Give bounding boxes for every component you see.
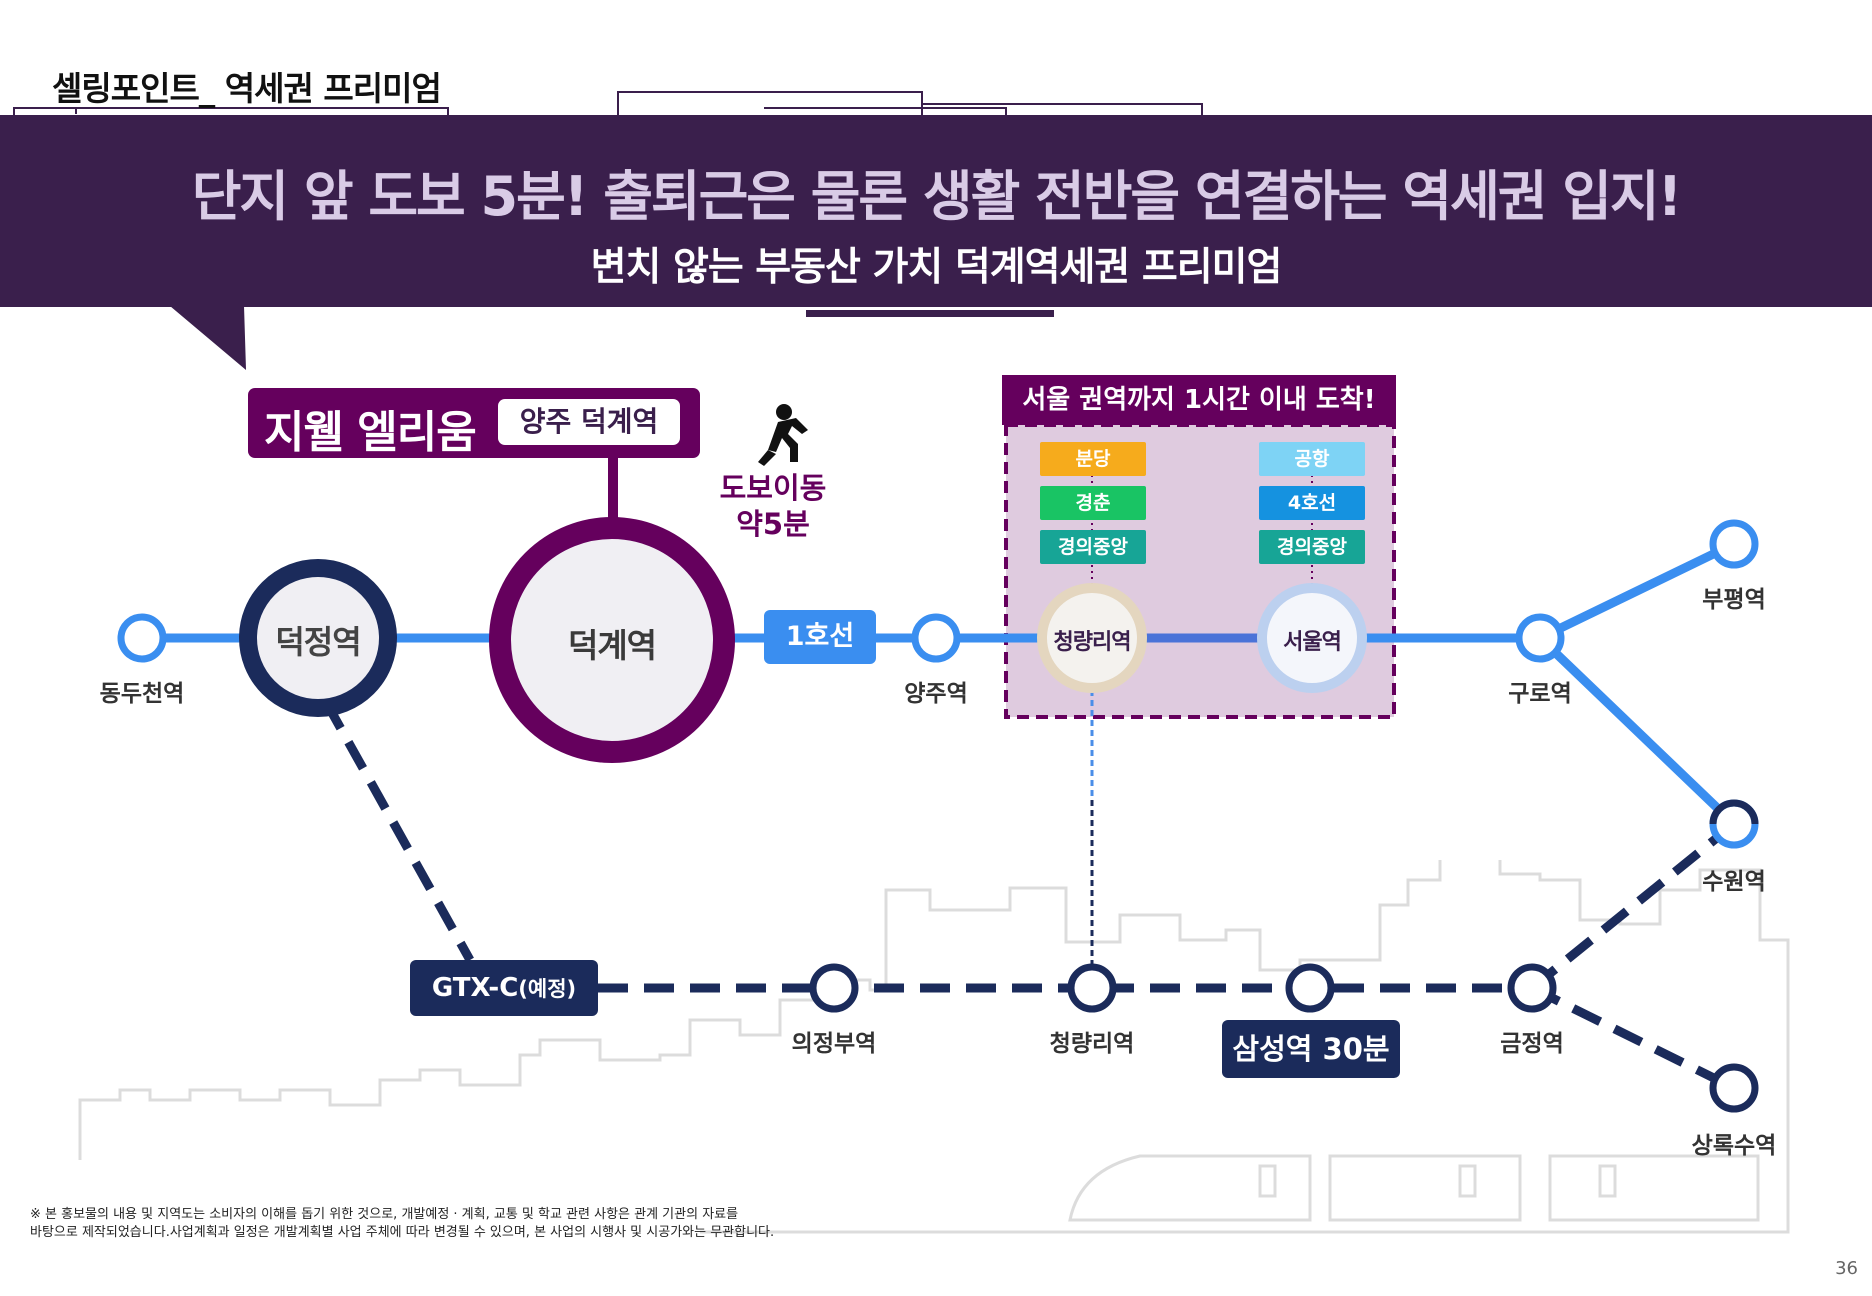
label-deokjeong: 덕정역 <box>275 623 361 661</box>
station-seoul <box>1257 583 1367 693</box>
gtx-badge-main: GTX-C <box>431 973 519 1003</box>
walking-person-icon <box>758 404 808 466</box>
label-gtx-cheongnyangni: 청량리역 <box>1049 1031 1135 1057</box>
tag-gyeongchun: 경춘 <box>1040 486 1146 520</box>
header-decoration <box>13 91 1203 115</box>
label-bupyeong: 부평역 <box>1702 587 1766 613</box>
headline-banner <box>0 115 1872 307</box>
gtx-deokjeong-link <box>322 699 474 963</box>
gtx-station-uijeongbu <box>809 963 859 1013</box>
station-dongducheon <box>117 613 167 663</box>
station-bupyeong <box>1709 519 1759 569</box>
samsung-time-badge: 삼성역 30분 <box>1222 1020 1400 1078</box>
line1-suwon-branch <box>1536 634 1738 828</box>
disclaimer-line2: 바탕으로 제작되었습니다.사업계획과 일정은 개발계획별 사업 주체에 따라 변… <box>30 1225 775 1240</box>
station-guro <box>1515 613 1565 663</box>
tag-gyeongui-1: 경의중앙 <box>1040 530 1146 564</box>
label-uijeongbu: 의정부역 <box>791 1031 877 1057</box>
complex-location: 양주 덕계역 <box>498 399 680 445</box>
gtx-station-samsung <box>1285 963 1335 1013</box>
gtx-station-cheongnyangni <box>1067 963 1117 1013</box>
cityscape-decoration <box>78 860 1790 1234</box>
tag-airport: 공항 <box>1259 442 1365 476</box>
subheadline: 변치 않는 부동산 가치 덕계역세권 프리미엄 <box>590 245 1283 290</box>
label-geumjeong: 금정역 <box>1500 1031 1564 1057</box>
label-yangju: 양주역 <box>904 681 968 707</box>
complex-name: 지웰 엘리움 <box>264 407 477 458</box>
station-yangju <box>911 613 961 663</box>
headline: 단지 앞 도보 5분! 출퇴근은 물론 생활 전반을 연결하는 역세권 입지! <box>191 165 1683 228</box>
tag-line4: 4호선 <box>1259 486 1365 520</box>
label-sangroksu: 상록수역 <box>1691 1133 1777 1159</box>
tag-gyeongui-2: 경의중앙 <box>1259 530 1365 564</box>
page-number: 36 <box>1835 1258 1858 1279</box>
label-cheongnyangni: 청량리역 <box>1053 630 1132 655</box>
walk-line1: 도보이동 <box>719 471 827 505</box>
walk-line2: 약5분 <box>736 507 810 541</box>
gtx-station-geumjeong <box>1507 963 1557 1013</box>
label-guro: 구로역 <box>1508 681 1572 707</box>
tag-bundang: 분당 <box>1040 442 1146 476</box>
label-seoul: 서울역 <box>1283 630 1342 655</box>
complex-connector <box>608 456 618 526</box>
station-deokjeong <box>239 559 397 717</box>
gtx-badge-sub: (예정) <box>518 977 577 1001</box>
label-deokgye: 덕계역 <box>567 626 657 665</box>
gtx-station-sangroksu <box>1709 1063 1759 1113</box>
station-cheongnyangni <box>1037 583 1147 693</box>
gtx-suwon-branch <box>1529 820 1737 992</box>
label-suwon: 수원역 <box>1702 869 1766 895</box>
gtx-c-badge: GTX-C(예정) <box>410 960 598 1016</box>
station-suwon-gtx-ring <box>1709 799 1759 825</box>
gtx-sangroksu-branch <box>1530 983 1736 1093</box>
line1-bupyeong-branch <box>1538 539 1736 643</box>
banner-pointer <box>170 306 246 370</box>
banner-underline <box>806 310 1054 317</box>
disclaimer: ※ 본 홍보물의 내용 및 지역도는 소비자의 이해를 돕기 위한 것으로, 개… <box>30 1206 774 1242</box>
seoul-zone-title: 서울 권역까지 1시간 이내 도착! <box>1002 375 1396 425</box>
station-deokgye <box>489 517 735 763</box>
label-dongducheon: 동두천역 <box>99 681 185 707</box>
disclaimer-line1: ※ 본 홍보물의 내용 및 지역도는 소비자의 이해를 돕기 위한 것으로, 개… <box>30 1207 739 1222</box>
section-title: 셀링포인트_ 역세권 프리미엄 <box>52 69 442 108</box>
walk-time-label: 도보이동 약5분 <box>700 470 846 542</box>
line1-badge: 1호선 <box>764 610 876 664</box>
